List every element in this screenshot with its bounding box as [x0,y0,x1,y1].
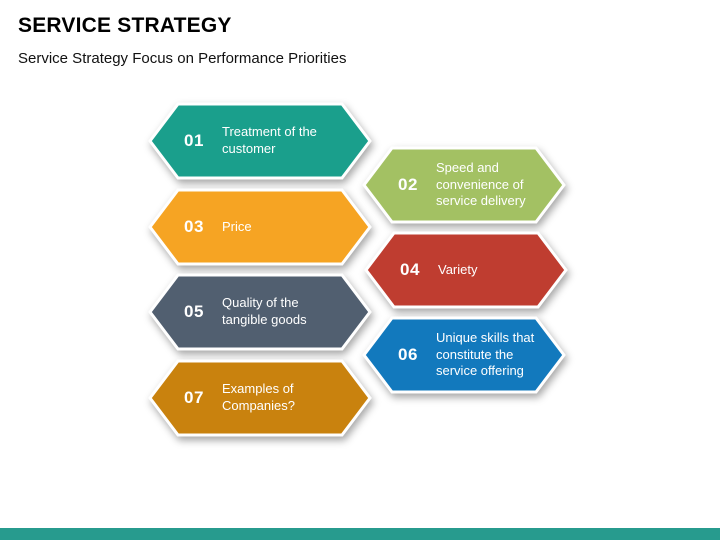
hex-item-01: 01 Treatment of the customer [148,102,372,180]
hexagon-shape-icon [362,316,566,394]
hex-content: 01 Treatment of the customer [148,102,372,180]
hex-content: 05 Quality of the tangible goods [148,273,372,351]
hex-label: Price [222,218,252,234]
hex-item-05: 05 Quality of the tangible goods [148,273,372,351]
footer-accent-bar [0,528,720,540]
hex-content: 04 Variety [364,231,568,309]
hex-number: 04 [400,260,420,279]
hex-content: 02 Speed and convenience of service deli… [362,146,566,224]
hex-label: Unique skills that constitute the servic… [436,330,535,379]
hex-content: 07 Examples of Companies? [148,359,372,437]
hex-item-03: 03 Price [148,188,372,266]
hex-number: 01 [184,131,204,150]
hexagon-shape-icon [148,102,372,180]
hexagon-shape-icon [148,273,372,351]
hex-item-06: 06 Unique skills that constitute the ser… [362,316,566,394]
hex-number: 05 [184,302,204,321]
hex-content: 03 Price [148,188,372,266]
hex-label: Treatment of the customer [222,124,317,156]
hex-content: 06 Unique skills that constitute the ser… [362,316,566,394]
slide-title: SERVICE STRATEGY [18,14,232,37]
hexagon-shape-icon [362,146,566,224]
hex-label: Examples of Companies? [222,381,295,413]
hex-number: 02 [398,175,418,194]
hex-number: 03 [184,217,204,236]
hex-label: Speed and convenience of service deliver… [436,160,526,209]
hex-item-07: 07 Examples of Companies? [148,359,372,437]
hex-item-02: 02 Speed and convenience of service deli… [362,146,566,224]
slide-subtitle: Service Strategy Focus on Performance Pr… [18,50,347,67]
hex-number: 07 [184,388,204,407]
hex-item-04: 04 Variety [364,231,568,309]
hexagon-shape-icon [148,359,372,437]
hex-number: 06 [398,345,418,364]
hexagon-shape-icon [364,231,568,309]
hex-label: Variety [438,261,478,277]
hex-label: Quality of the tangible goods [222,295,307,327]
hexagon-shape-icon [148,188,372,266]
